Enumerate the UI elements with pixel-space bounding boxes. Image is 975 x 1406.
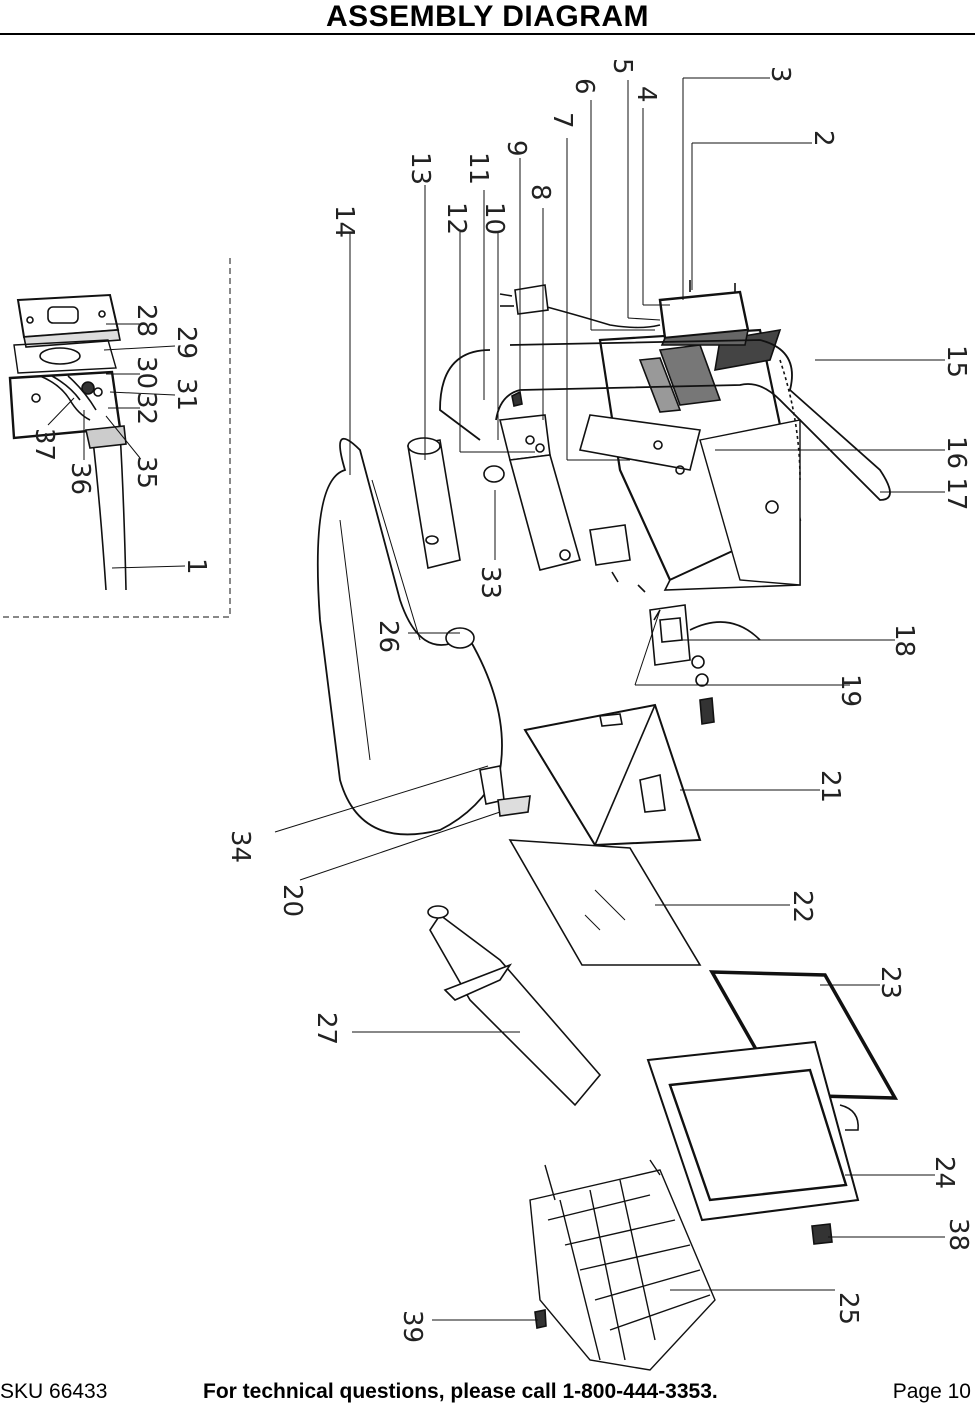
callout-2: 2 — [808, 130, 838, 147]
front-frame-24 — [646, 1040, 860, 1222]
top-cap — [658, 280, 750, 346]
callout-8: 8 — [525, 184, 555, 201]
callout-12: 12 — [441, 202, 471, 235]
callout-31: 31 — [171, 378, 201, 411]
callout-35: 35 — [131, 456, 161, 489]
screw-20 — [479, 765, 531, 817]
callout-7: 7 — [547, 112, 577, 129]
callout-24: 24 — [929, 1156, 959, 1189]
junction-gasket — [13, 339, 117, 374]
callout-16-17: 16 17 — [941, 436, 971, 510]
callout-14: 14 — [329, 205, 359, 238]
power-cable — [91, 431, 127, 591]
junction-cover — [16, 293, 121, 348]
tube-13 — [407, 437, 461, 569]
callout-19: 19 — [835, 674, 865, 707]
callout-22: 22 — [787, 890, 817, 923]
callout-34: 34 — [225, 830, 255, 863]
lamp-housing — [578, 328, 802, 591]
page-title: ASSEMBLY DIAGRAM — [325, 0, 650, 33]
callout-10: 10 — [479, 202, 509, 235]
handle-15 — [439, 339, 891, 501]
junction-box — [8, 370, 122, 440]
callout-5: 5 — [607, 58, 637, 75]
callout-33: 33 — [475, 566, 505, 599]
assembly-diagram: 2 3 4 5 6 7 8 9 10 11 12 13 14 15 16 17 … — [0, 58, 973, 1371]
callout-32: 32 — [131, 392, 161, 425]
knob-33 — [483, 465, 505, 483]
callout-30: 30 — [131, 356, 161, 389]
callout-11: 11 — [463, 152, 493, 185]
callout-21: 21 — [815, 770, 845, 803]
switch-18 — [589, 524, 761, 666]
title-rule — [0, 33, 975, 35]
callout-29: 29 — [171, 326, 201, 359]
reflector-21 — [523, 703, 702, 847]
callout-3: 3 — [765, 66, 795, 83]
ground-stake — [427, 905, 602, 1107]
callout-37: 37 — [29, 428, 59, 461]
callout-39: 39 — [397, 1310, 427, 1343]
callout-6: 6 — [569, 78, 599, 95]
callout-25: 25 — [833, 1292, 863, 1325]
tech-support-text: For technical questions, please call 1-8… — [203, 1380, 718, 1403]
callout-36: 36 — [65, 462, 95, 495]
sku-label: SKU 66433 — [0, 1380, 108, 1403]
callout-27: 27 — [311, 1012, 341, 1045]
callout-4: 4 — [631, 86, 661, 103]
wire-guard-25 — [529, 1159, 716, 1371]
callout-20: 20 — [277, 884, 307, 917]
inset-border — [0, 258, 231, 618]
callout-1: 1 — [181, 558, 211, 575]
callout-15: 15 — [941, 345, 971, 378]
callout-28: 28 — [131, 304, 161, 337]
page-footer: SKU 66433 For technical questions, pleas… — [0, 1380, 975, 1406]
callout-18: 18 — [889, 624, 919, 657]
callout-38: 38 — [943, 1218, 973, 1251]
callout-23: 23 — [875, 966, 905, 999]
mount-bracket — [499, 390, 581, 571]
callout-13: 13 — [405, 152, 435, 185]
callout-9: 9 — [501, 140, 531, 157]
page-number: Page 10 — [892, 1380, 971, 1403]
glass-22 — [508, 839, 702, 966]
callout-26: 26 — [373, 620, 403, 653]
